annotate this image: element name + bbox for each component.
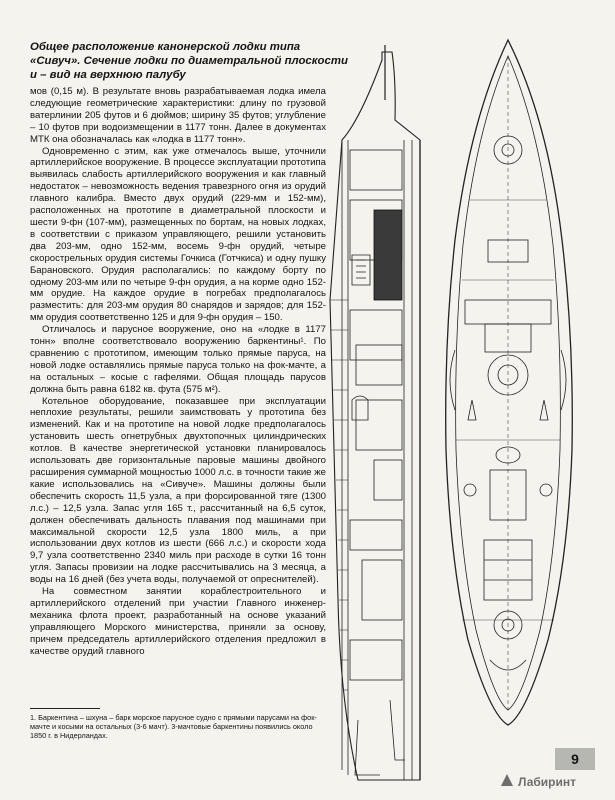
article-body: мов (0,15 м). В результате вновь разраба… [30,86,326,658]
paragraph: На совместном занятии кораблестроительно… [30,586,326,657]
paragraph: мов (0,15 м). В результате вновь разраба… [30,86,326,145]
paragraph: Одновременно с этим, как уже отмечалось … [30,145,326,324]
watermark: Лабиринт [500,773,576,790]
page-number: 9 [555,748,595,770]
figure-caption: Общее расположение канонерской лодки тип… [30,41,348,81]
paragraph: Отличалось и парусное вооружение, оно на… [30,324,326,395]
paragraph: Котельное оборудование, показавшее при э… [30,395,326,586]
watermark-logo-icon [500,773,514,790]
footnote: 1. Баркентина – шхуна – барк морское пар… [30,713,317,740]
side-section-drawing [329,45,421,781]
deck-plan-drawing [445,38,573,726]
watermark-text: Лабиринт [518,774,577,789]
footnote-divider [30,708,100,709]
